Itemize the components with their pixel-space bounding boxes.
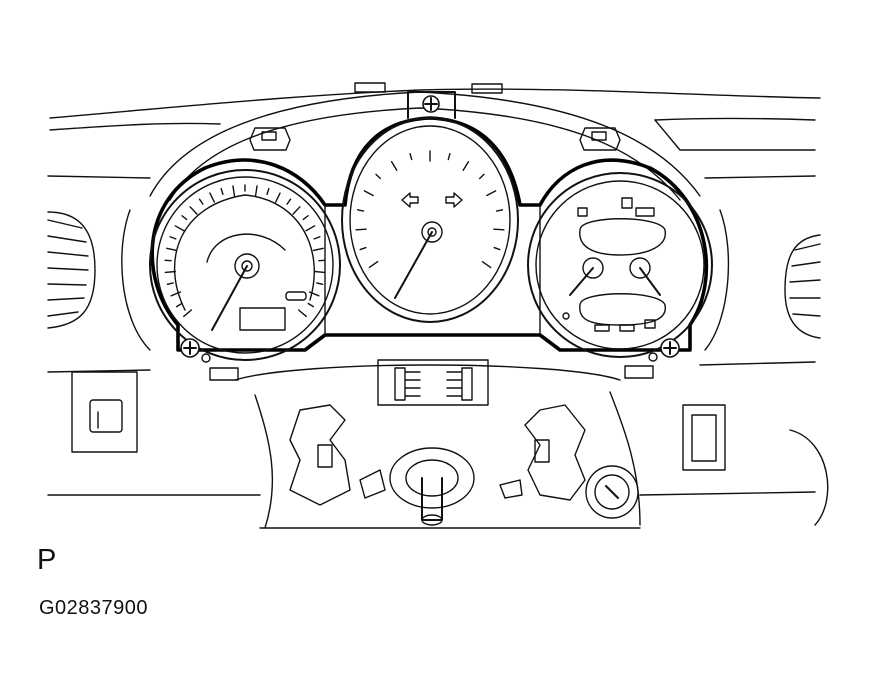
tachometer-tick <box>181 215 188 221</box>
speedometer-tick <box>390 161 398 171</box>
tachometer-tick <box>232 185 236 197</box>
tachometer-tick <box>297 309 307 318</box>
view-letter-label: P <box>37 544 57 576</box>
tachometer-tick <box>198 198 204 205</box>
tachometer-tick <box>274 192 281 203</box>
speedometer-tick <box>355 228 367 231</box>
tachometer-tick <box>308 291 320 297</box>
speedometer-tick <box>356 209 365 212</box>
ignition-cylinder <box>585 465 639 519</box>
tachometer-tick <box>286 198 292 205</box>
speedometer-tick <box>363 190 374 197</box>
side-screws <box>180 338 680 363</box>
speedometer-tick <box>481 261 492 269</box>
steering-column <box>289 359 586 526</box>
tachometer-tick <box>166 247 178 252</box>
tachometer-tick <box>302 215 309 221</box>
speedometer-tick <box>495 209 504 212</box>
right-air-vent <box>784 234 821 339</box>
tachometer-tick <box>312 247 324 252</box>
tachometer-tick <box>183 309 193 318</box>
speedometer-tick <box>462 161 470 171</box>
left-air-vent <box>47 211 96 329</box>
speedometer-tick <box>493 246 501 251</box>
speedometer-tick <box>375 173 382 180</box>
fuel-temp-gauge <box>527 172 713 358</box>
tachometer-tick <box>266 187 270 196</box>
tachometer-tick <box>175 302 183 308</box>
tachometer-ticks <box>164 184 326 318</box>
speedometer-tick <box>359 246 367 251</box>
lower-dashboard <box>47 361 829 529</box>
tachometer-tick <box>254 185 258 197</box>
tachometer-tick <box>169 236 177 240</box>
tachometer-tick <box>174 225 185 232</box>
speedometer-tick <box>409 153 413 161</box>
tachometer-tick <box>209 192 216 203</box>
tachometer-tick <box>313 236 321 240</box>
tachometer-tick <box>220 187 224 196</box>
tachometer-tick <box>166 282 174 286</box>
speedometer-gauge <box>341 117 519 323</box>
tachometer-tick <box>307 302 315 308</box>
speedometer-tick <box>478 173 485 180</box>
speedometer-ticks <box>355 150 505 269</box>
tachometer-tick <box>316 282 324 286</box>
tachometer-tick <box>313 270 326 274</box>
speedometer-tick <box>447 153 451 161</box>
speedometer-tick <box>368 261 379 269</box>
figure-code-label: G02837900 <box>39 597 149 619</box>
tachometer-tick <box>170 291 182 297</box>
tachometer-gauge <box>149 169 341 361</box>
dashboard-outline <box>47 88 821 351</box>
top-screw <box>407 91 456 119</box>
hood-tabs <box>209 82 654 381</box>
tachometer-tick <box>164 270 177 274</box>
speedometer-tick <box>486 190 497 197</box>
tachometer-tick <box>189 206 198 215</box>
tachometer-tick <box>292 206 301 215</box>
speedometer-tick <box>493 228 505 231</box>
tachometer-tick <box>305 225 316 232</box>
